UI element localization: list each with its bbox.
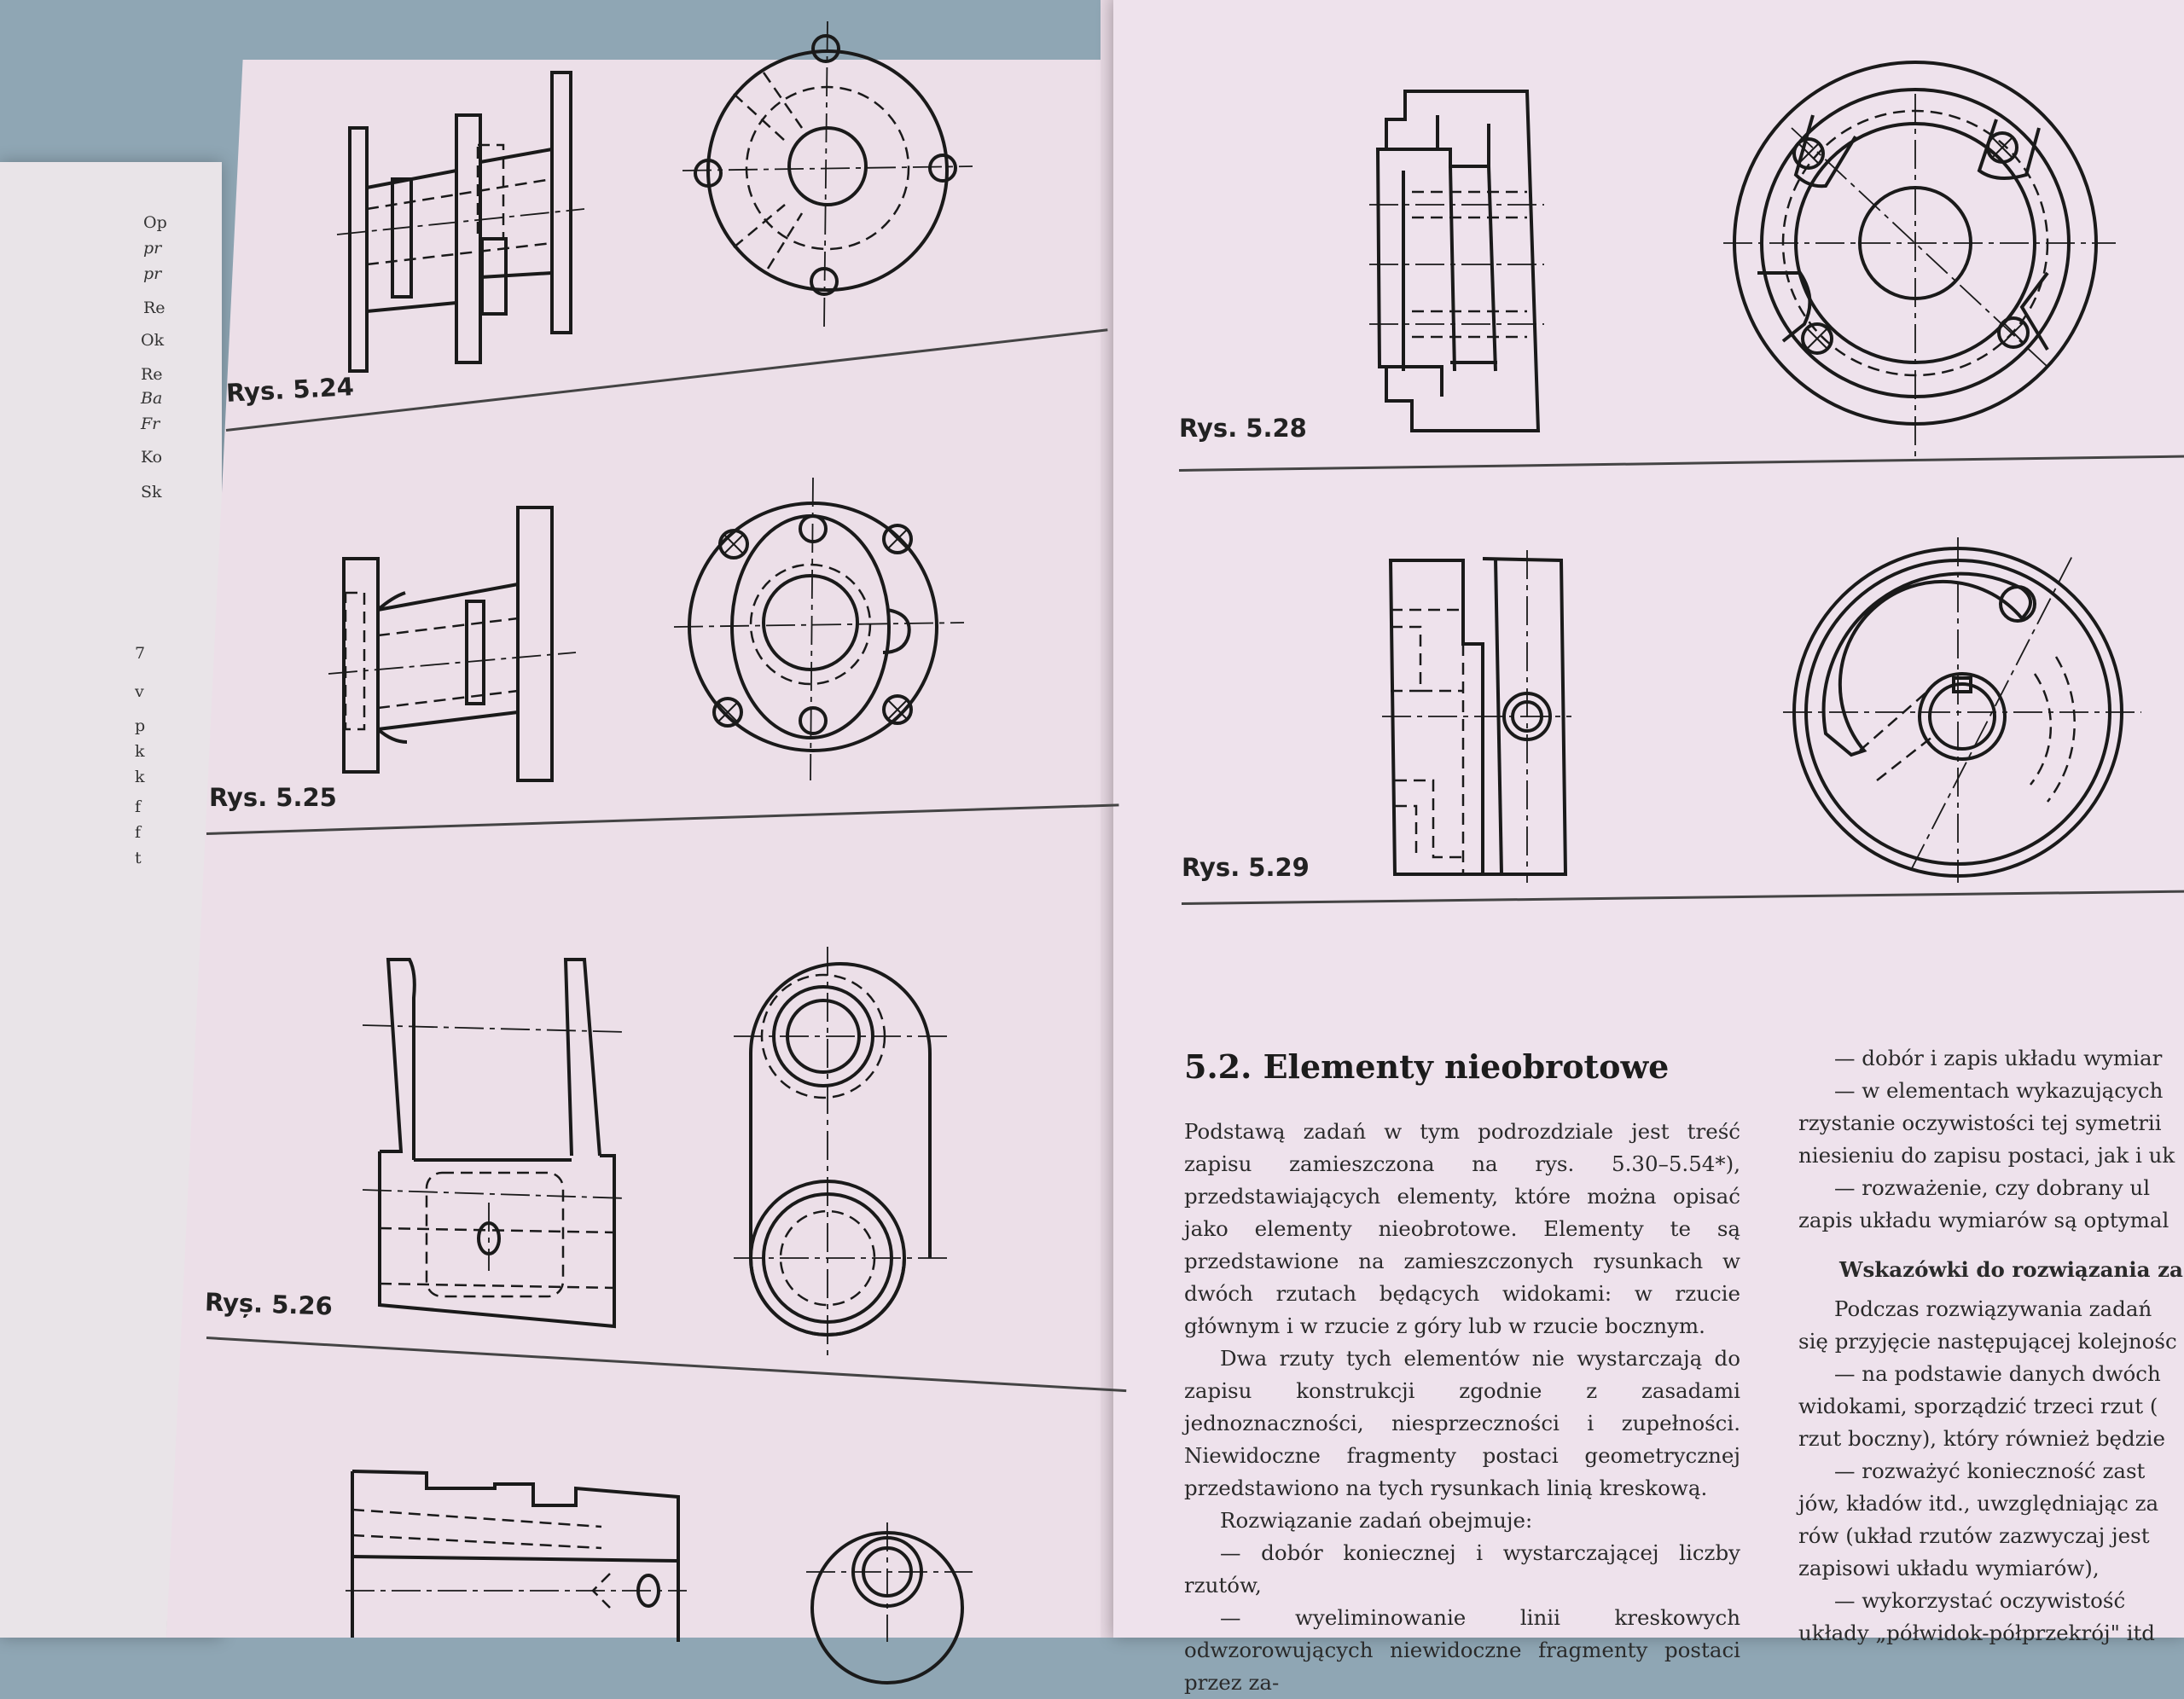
text-line: rów (układ rzutów zazwyczaj jest	[1798, 1523, 2150, 1548]
margin-fragment: 7	[135, 644, 146, 663]
fig-5-25-front-view	[328, 506, 577, 782]
text-line: jów, kładów itd., uwzględniając za	[1798, 1491, 2159, 1516]
fig-5-29-front-view	[1382, 550, 1571, 883]
margin-fragment: k	[135, 768, 145, 786]
left-book-page	[166, 60, 1122, 1638]
margin-fragment: f	[135, 823, 142, 842]
margin-fragment: pr	[143, 239, 162, 258]
text-line: — na podstawie danych dwóch	[1834, 1361, 2161, 1386]
text-line: niesieniu do zapisu postaci, jak i uk	[1798, 1143, 2175, 1168]
fig-5-27-partial-top-view	[806, 1522, 973, 1685]
fig-5-29-caption: Rys. 5.29	[1182, 853, 1310, 882]
fig-5-27-partial-front-view	[346, 1470, 687, 1642]
margin-fragment: Re	[141, 365, 163, 384]
right-book-page	[1113, 0, 2184, 1638]
margin-fragment: Ko	[141, 448, 163, 467]
fig-5-25-top-view	[673, 477, 965, 781]
text-line: się przyjęcie następującej kolejnośc	[1798, 1329, 2177, 1354]
section-title: 5.2. Elementy nieobrotowe	[1184, 1047, 1670, 1086]
text-line: — rozważenie, czy dobrany ul	[1834, 1175, 2151, 1200]
paragraph: — wyeliminowanie linii kreskowych odwzor…	[1184, 1605, 1740, 1695]
fig-5-24-top-view	[682, 20, 973, 329]
paragraph: Dwa rzuty tych elementów nie wystarczają…	[1184, 1346, 1740, 1500]
margin-fragment: Ba	[141, 389, 163, 408]
fig-5-29-top-view	[1783, 537, 2141, 883]
text-column-2: — dobór i zapis układu wymiar — w elemen…	[1798, 1042, 2184, 1650]
text-line: Podczas rozwiązywania zadań	[1834, 1296, 2152, 1321]
margin-fragment: pr	[143, 264, 162, 283]
fig-5-28-top-view	[1723, 61, 2116, 461]
text-column-1: Podstawą zadań w tym podrozdziale jest t…	[1184, 1116, 1740, 1699]
margin-fragment: p	[135, 716, 146, 735]
text-line: — w elementach wykazujących	[1834, 1078, 2164, 1103]
margin-fragment: Ok	[141, 331, 165, 350]
text-line: — wykorzystać oczywistość	[1834, 1588, 2126, 1613]
margin-fragment: k	[135, 742, 145, 761]
fig-5-26-front-view	[362, 958, 628, 1329]
text-line: — rozważyć konieczność zast	[1834, 1458, 2146, 1483]
text-line: rzystanie oczywistości tej symetrii	[1798, 1110, 2162, 1135]
fig-5-26-caption: Ryș. 5.26	[204, 1287, 334, 1321]
text-line: zapisowi układu wymiarów),	[1798, 1556, 2100, 1580]
text-line: zapis układu wymiarów są optymal	[1798, 1208, 2169, 1232]
text-line: — dobór i zapis układu wymiar	[1834, 1046, 2163, 1070]
fig-5-26-top-view	[734, 947, 947, 1360]
margin-fragment: Fr	[141, 415, 160, 433]
paragraph: — dobór koniecznej i wystarczającej licz…	[1184, 1540, 1740, 1598]
fig-5-28-front-view	[1369, 90, 1544, 432]
text-line: rzut boczny), który również będzie	[1798, 1426, 2165, 1451]
fig-5-25-caption: Rys. 5.25	[209, 783, 337, 812]
fig-5-24-front-view	[336, 71, 585, 373]
paragraph: Rozwiązanie zadań obejmuje:	[1220, 1508, 1533, 1533]
margin-fragment: Re	[143, 299, 166, 317]
text-line: układy „półwidok-półprzekrój" itd	[1798, 1621, 2155, 1645]
margin-fragment: Sk	[141, 483, 162, 502]
margin-fragment: Op	[143, 213, 167, 232]
margin-fragment: v	[135, 682, 144, 701]
paragraph: Podstawą zadań w tym podrozdziale jest t…	[1184, 1119, 1740, 1338]
text-line: widokami, sporządzić trzeci rzut (	[1798, 1394, 2158, 1418]
margin-fragment: f	[135, 797, 142, 816]
margin-fragment: t	[135, 849, 142, 867]
subheading: Wskazówki do rozwiązania za	[1839, 1257, 2183, 1282]
fig-5-28-caption: Rys. 5.28	[1179, 414, 1307, 443]
